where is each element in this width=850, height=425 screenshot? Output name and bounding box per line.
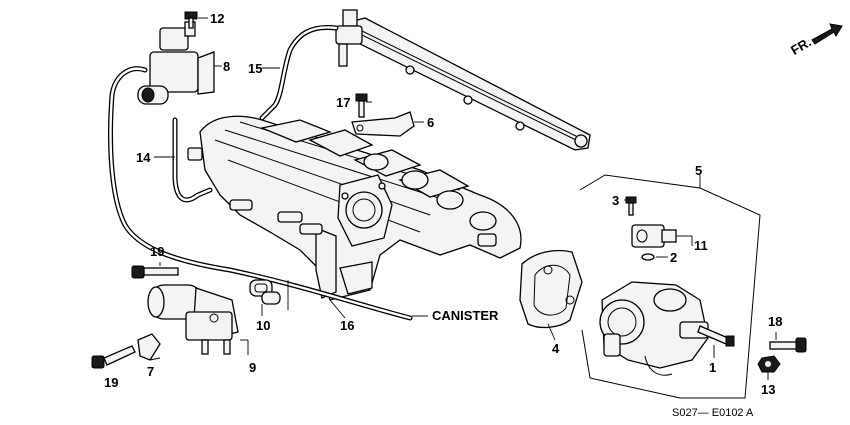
- callout-8: 8: [223, 59, 230, 74]
- bolt-19-upper-icon: [131, 265, 179, 279]
- callout-13: 13: [761, 382, 775, 397]
- bolt-12-icon: [184, 11, 198, 29]
- callout-14: 14: [136, 150, 151, 165]
- callout-16: 16: [340, 318, 354, 333]
- throttle-body-assembly: [579, 174, 761, 399]
- clip-7: [137, 333, 161, 361]
- gasket-10: [249, 279, 281, 305]
- drawing-code: S027— E0102 A: [672, 407, 754, 419]
- bolt-18-icon: [769, 337, 807, 353]
- throttle-gasket-4: [519, 249, 583, 329]
- callout-4: 4: [552, 341, 560, 356]
- callout-3: 3: [612, 193, 619, 208]
- hose-16: [108, 66, 413, 321]
- hose-15: [259, 24, 339, 121]
- callout-19-upper: 19: [150, 244, 164, 259]
- nut-13-icon: [757, 355, 781, 373]
- callout-7: 7: [147, 364, 154, 379]
- callout-11: 11: [694, 238, 708, 253]
- bolt-19-lower-icon: [91, 345, 136, 369]
- bolt-17-icon: [355, 93, 368, 118]
- fuel-rail: [335, 9, 591, 151]
- callout-19-lower: 19: [104, 375, 118, 390]
- intake-manifold: [187, 115, 522, 301]
- leader-lines: [149, 17, 777, 380]
- callout-15: 15: [248, 61, 262, 76]
- callout-17: 17: [336, 95, 350, 110]
- purge-solenoid: [137, 21, 215, 105]
- hose-14: [172, 117, 213, 203]
- iac-valve: [147, 284, 239, 355]
- front-direction-label: FR.: [788, 34, 814, 57]
- front-direction-arrow-icon: [811, 23, 843, 45]
- callout-2: 2: [670, 250, 677, 265]
- callout-10: 10: [256, 318, 270, 333]
- callout-18: 18: [768, 314, 782, 329]
- callout-5: 5: [695, 163, 702, 178]
- canister-label: CANISTER: [432, 308, 499, 323]
- callout-1: 1: [709, 360, 716, 375]
- callout-9: 9: [249, 360, 256, 375]
- callout-6: 6: [427, 115, 434, 130]
- callout-12: 12: [210, 11, 224, 26]
- bracket-6: [351, 111, 415, 137]
